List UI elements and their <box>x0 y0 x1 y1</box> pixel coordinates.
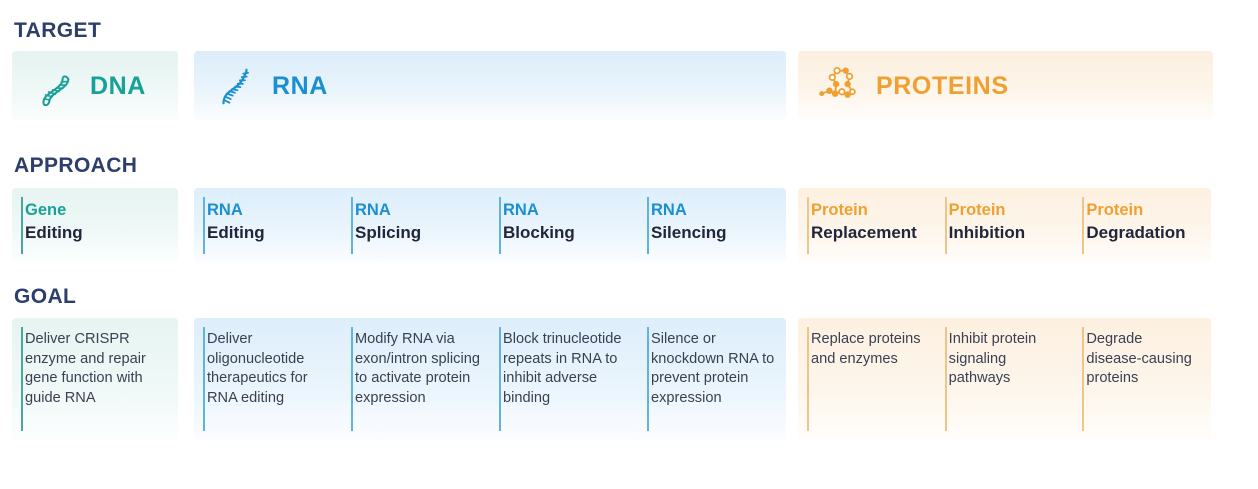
goal-text: Deliver oligonucleotide therapeutics for… <box>207 331 308 406</box>
section-label-approach: APPROACH <box>14 154 138 177</box>
accent-bar <box>203 327 205 431</box>
accent-bar <box>807 197 809 254</box>
approach-cell-rna-silencing[interactable]: RNA Silencing <box>638 188 786 263</box>
approach-cell-protein-replacement[interactable]: Protein Replacement <box>798 188 936 263</box>
accent-bar <box>21 327 23 431</box>
goal-text: Modify RNA via exon/intron splicing to a… <box>355 331 480 406</box>
goal-text: Deliver CRISPR enzyme and repair gene fu… <box>25 331 146 406</box>
approach-cell-protein-degradation[interactable]: Protein Degradation <box>1073 188 1211 263</box>
accent-bar <box>1082 197 1085 254</box>
goal-text: Degrade disease-causing proteins <box>1086 331 1192 387</box>
approach-cell-rna-blocking[interactable]: RNA Blocking <box>490 188 638 263</box>
goal-cell-rna-splicing: Modify RNA via exon/intron splicing to a… <box>342 318 490 440</box>
goal-cell-protein-degradation: Degrade disease-causing proteins <box>1073 318 1211 440</box>
goal-cell-protein-inhibition: Inhibit protein signaling pathways <box>936 318 1074 440</box>
accent-bar <box>807 327 809 431</box>
rna-strand-icon <box>222 68 249 104</box>
accent-bar <box>944 197 947 254</box>
approach-kicker: Protein <box>1086 201 1144 219</box>
approach-kicker: Protein <box>948 201 1006 219</box>
accent-bar <box>21 197 23 254</box>
target-inner-dna: DNA <box>12 63 146 109</box>
accent-bar <box>647 197 649 254</box>
target-inner-rna: RNA <box>194 63 328 109</box>
approach-title: Editing <box>25 223 83 242</box>
protein-molecule-icon <box>819 66 856 98</box>
accent-bar <box>203 197 205 254</box>
approach-title: Replacement <box>811 223 917 242</box>
goal-cell-protein-replacement: Replace proteins and enzymes <box>798 318 936 440</box>
section-label-goal: GOAL <box>14 285 77 308</box>
section-label-target: TARGET <box>14 19 102 42</box>
approach-cell-protein-inhibition[interactable]: Protein Inhibition <box>936 188 1074 263</box>
approach-cell-gene-editing[interactable]: Gene Editing <box>12 188 178 263</box>
target-title-dna: DNA <box>90 71 146 100</box>
goal-panel-rna: Deliver oligonucleotide therapeutics for… <box>194 318 786 440</box>
goal-text: Inhibit protein signaling pathways <box>948 331 1037 387</box>
target-panel-dna: DNA <box>12 51 178 120</box>
target-title-proteins: PROTEINS <box>876 71 1009 100</box>
target-panel-proteins: PROTEINS <box>798 51 1213 120</box>
approach-kicker: RNA <box>503 201 539 219</box>
approach-kicker: RNA <box>355 201 391 219</box>
approach-cell-rna-editing[interactable]: RNA Editing <box>194 188 342 263</box>
approach-panel-proteins: Protein Replacement Protein Inhibition P… <box>798 188 1211 263</box>
approach-title: Silencing <box>651 223 727 242</box>
accent-bar <box>1082 327 1085 431</box>
target-title-rna: RNA <box>272 71 328 100</box>
approach-title: Splicing <box>355 223 422 242</box>
accent-bar <box>647 327 649 431</box>
goal-panel-proteins: Replace proteins and enzymes Inhibit pro… <box>798 318 1211 440</box>
goal-cell-rna-blocking: Block trinucleotide repeats in RNA to in… <box>490 318 638 440</box>
goal-cell-rna-editing: Deliver oligonucleotide therapeutics for… <box>194 318 342 440</box>
approach-title: Editing <box>207 223 265 242</box>
goal-text: Silence or knockdown RNA to prevent prot… <box>651 331 775 406</box>
accent-bar <box>499 327 501 431</box>
approach-kicker: Protein <box>811 201 868 219</box>
approach-kicker: RNA <box>651 201 687 219</box>
target-inner-proteins: PROTEINS <box>798 63 1009 109</box>
goal-panel-dna: Deliver CRISPR enzyme and repair gene fu… <box>12 318 178 440</box>
approach-title: Inhibition <box>948 223 1026 242</box>
goal-text: Block trinucleotide repeats in RNA to in… <box>503 331 622 406</box>
target-panel-rna: RNA <box>194 51 786 120</box>
approach-cell-rna-splicing[interactable]: RNA Splicing <box>342 188 490 263</box>
accent-bar <box>351 197 353 254</box>
approach-panel-rna: RNA Editing RNA Splicing RNA Blocking RN… <box>194 188 786 263</box>
accent-bar <box>351 327 353 431</box>
goal-cell-rna-silencing: Silence or knockdown RNA to prevent prot… <box>638 318 786 440</box>
accent-bar <box>944 327 947 431</box>
approach-kicker: RNA <box>207 201 243 219</box>
goal-text: Replace proteins and enzymes <box>811 331 921 367</box>
dna-helix-icon <box>42 74 70 106</box>
approach-panel-dna: Gene Editing <box>12 188 178 263</box>
approach-title: Blocking <box>503 223 575 242</box>
approach-title: Degradation <box>1086 223 1186 242</box>
approach-kicker: Gene <box>25 201 67 219</box>
goal-cell-gene-editing: Deliver CRISPR enzyme and repair gene fu… <box>12 318 178 440</box>
accent-bar <box>499 197 501 254</box>
